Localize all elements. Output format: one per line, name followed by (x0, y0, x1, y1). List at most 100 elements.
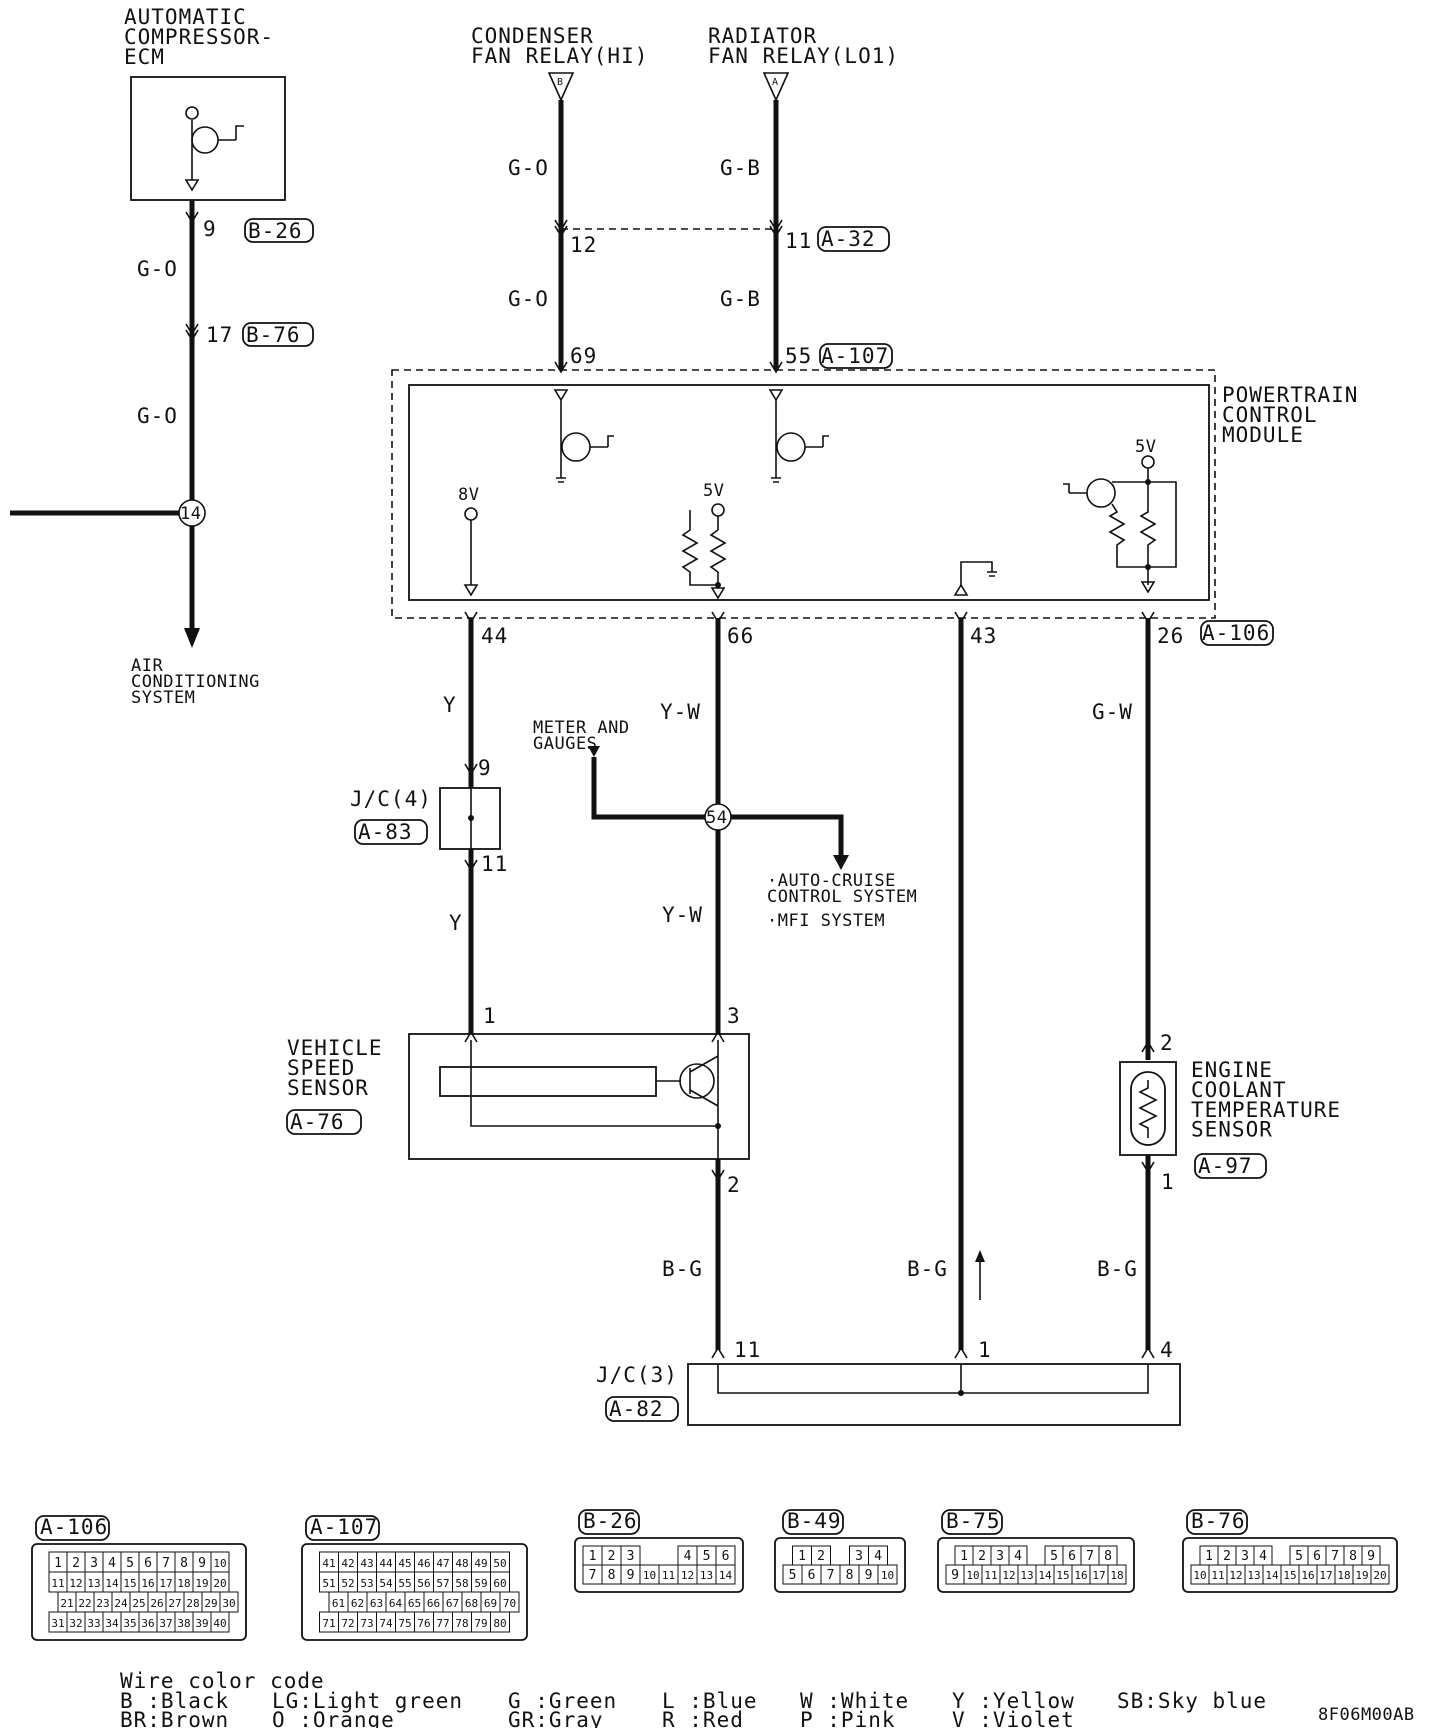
connector-pin: 59 (474, 1577, 487, 1590)
connector-pin: 3 (627, 1549, 635, 1564)
pin-9: 9 (203, 217, 217, 241)
wire-color-go: G-O (137, 257, 178, 281)
connector-pin: 4 (108, 1556, 116, 1571)
connector-pin: 8 (846, 1568, 854, 1583)
connector-pin: 11 (1211, 1569, 1224, 1582)
connector-pin: 7 (162, 1556, 170, 1571)
svg-text:Y :Yellow: Y :Yellow (952, 1689, 1075, 1713)
connector-pin: 7 (1086, 1549, 1094, 1564)
connector-pin: 3 (90, 1556, 98, 1571)
connector-pin: 50 (493, 1557, 506, 1570)
wire-color-yw: Y-W (662, 903, 703, 927)
connector-pin: 41 (322, 1557, 335, 1570)
connector-pin: 30 (222, 1597, 235, 1610)
connector-pin: 4 (874, 1549, 882, 1564)
connector-pin: 33 (87, 1617, 100, 1630)
connector-pin: 68 (465, 1597, 478, 1610)
connector-pin: 36 (141, 1617, 154, 1630)
connector-pin: 13 (1020, 1569, 1033, 1582)
connector-pin: 27 (168, 1597, 181, 1610)
svg-text:W :White: W :White (800, 1689, 909, 1713)
connector-pin: 8 (1349, 1549, 1357, 1564)
splice-54: 54 (704, 803, 732, 831)
connector-pin: 10 (213, 1557, 226, 1570)
connector-pin: 9 (951, 1568, 959, 1583)
voltage-5v: 5V (703, 481, 724, 501)
connector-pin: 1 (54, 1556, 62, 1571)
pin-11: 11 (734, 1338, 761, 1362)
splice-14: 14 (178, 499, 206, 527)
connector-ref-b76: B-76 (242, 322, 314, 347)
connector-pin: 47 (436, 1557, 449, 1570)
connector-pin: 23 (96, 1597, 109, 1610)
connector-pin: 10 (1193, 1569, 1206, 1582)
connector-pin: 20 (213, 1577, 226, 1590)
connector-pin: 14 (1265, 1569, 1279, 1582)
connector-pin: 16 (1074, 1569, 1087, 1582)
wire-color-y: Y (449, 911, 463, 935)
connector-pin: 80 (493, 1617, 506, 1630)
connector-pin: 69 (484, 1597, 497, 1610)
connector-pin: 5 (789, 1568, 797, 1583)
connector-pin: 1 (1205, 1549, 1213, 1564)
connector-ref-a82: A-82 (609, 1397, 664, 1421)
connector-pin: 29 (204, 1597, 217, 1610)
connector-pin: 3 (996, 1549, 1004, 1564)
connector-pin: 70 (503, 1597, 516, 1610)
connector-pin: 35 (123, 1617, 136, 1630)
connector-pin: 6 (1068, 1549, 1076, 1564)
figure-code: 8F06M00AB (1318, 1705, 1415, 1725)
connector-pin: 19 (195, 1577, 208, 1590)
connector-face-label: B-49 (787, 1509, 842, 1533)
connector-pin: 37 (159, 1617, 172, 1630)
connector-ref-b26: B-26 (244, 218, 314, 243)
connector-pin: 66 (427, 1597, 440, 1610)
svg-text:R :Red: R :Red (662, 1708, 744, 1728)
connector-ref-a76: A-76 (290, 1110, 345, 1134)
connector-pin: 16 (1301, 1569, 1314, 1582)
connector-ref-a97: A-97 (1198, 1154, 1253, 1178)
connector-pin: 1 (798, 1549, 806, 1564)
pin-2: 2 (727, 1173, 741, 1197)
wire-color-go: G-O (508, 287, 549, 311)
jc3-label: J/C(3) (596, 1363, 678, 1387)
connector-pin: 24 (114, 1597, 128, 1610)
svg-text:B: B (557, 77, 563, 88)
svg-text:54: 54 (706, 808, 727, 828)
connector-pin: 75 (398, 1617, 411, 1630)
connector-face-label: A-107 (310, 1515, 378, 1539)
voltage-8v: 8V (458, 485, 479, 505)
connector-pin: 4 (684, 1549, 692, 1564)
connector-pin: 52 (341, 1577, 354, 1590)
connector-pin: 55 (398, 1577, 411, 1590)
connector-pin: 7 (589, 1568, 597, 1583)
svg-text:O :Orange: O :Orange (272, 1708, 395, 1728)
connector-pin: 34 (105, 1617, 119, 1630)
connector-pin: 13 (1247, 1569, 1260, 1582)
junction-connector-4: J/C(4) A-83 (350, 787, 501, 850)
connector-pin: 17 (159, 1577, 172, 1590)
connector-pin: 12 (1229, 1569, 1242, 1582)
connector-pin: 5 (126, 1556, 134, 1571)
connector-pin: 12 (69, 1577, 82, 1590)
wire-color-gb: G-B (720, 287, 761, 311)
pin-4: 4 (1160, 1338, 1174, 1362)
connector-pin: 12 (681, 1569, 694, 1582)
connector-pin: 9 (865, 1568, 873, 1583)
connector-pin: 22 (78, 1597, 91, 1610)
connector-face-label: B-75 (946, 1509, 1001, 1533)
connector-pin: 14 (1038, 1569, 1052, 1582)
svg-text:A-32: A-32 (821, 227, 876, 251)
connector-pin: 6 (1313, 1549, 1321, 1564)
connector-pin: 2 (72, 1556, 80, 1571)
